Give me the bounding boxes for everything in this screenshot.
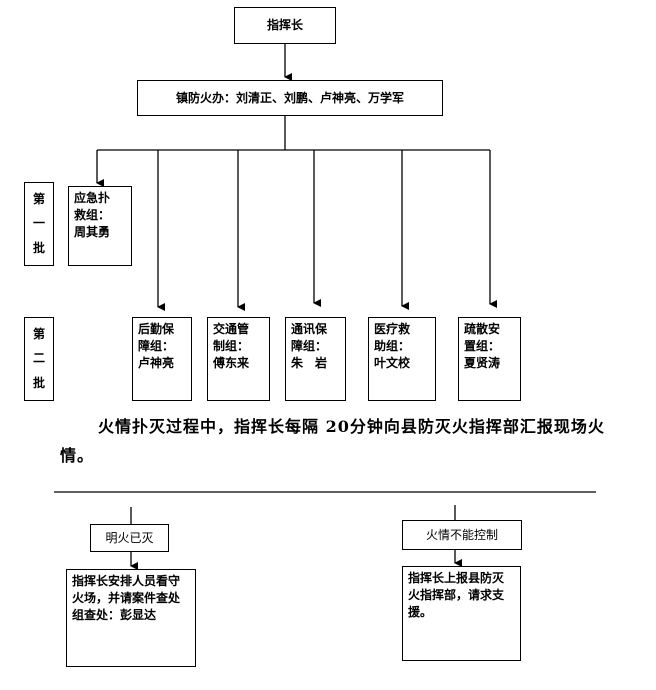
traffic-line: 制组： <box>213 339 250 353</box>
node-medical-aid: 医疗救 助组： 叶文校 <box>368 317 436 401</box>
comms-line: 通讯保 <box>291 322 328 336</box>
medical-line: 叶文校 <box>374 356 411 370</box>
node-commander: 指挥长 <box>234 7 336 44</box>
comms-line: 朱 岩 <box>291 356 328 370</box>
fire-uncontrolled-action-text: 指挥长上报县防灭火指挥部，请求支援。 <box>408 571 505 619</box>
node-evacuation: 疏散安 置组： 夏贤涛 <box>458 317 521 401</box>
evacuation-line: 夏贤涛 <box>464 356 501 370</box>
evacuation-line: 置组： <box>464 339 501 353</box>
traffic-line: 傅东来 <box>213 356 250 370</box>
node-fire-out-action: 指挥长安排人员看守火场，并请案件查处组查处：彭显达 <box>66 569 196 667</box>
batch-2-char: 批 <box>32 376 45 391</box>
batch-1-char: 批 <box>32 241 45 256</box>
node-fire-out: 明火已灭 <box>90 524 169 552</box>
logistics-line: 障组： <box>138 339 175 353</box>
batch-2-char: 第 <box>32 326 45 341</box>
medical-line: 医疗救 <box>374 322 411 336</box>
commander-label: 指挥长 <box>266 18 303 32</box>
batch-2-char: 二 <box>32 351 45 366</box>
emergency-line: 应急扑 <box>74 191 111 205</box>
process-paragraph: 火情扑灭过程中，指挥长每隔 20分钟向县防灭火指挥部汇报现场火情。 <box>60 412 620 470</box>
fire-office-label: 镇防火办：刘清正、刘鹏、卢神亮、万学军 <box>175 90 404 105</box>
batch-2-label: 第 二 批 <box>24 317 54 401</box>
node-emergency-rescue: 应急扑 救组： 周其勇 <box>68 186 132 266</box>
logistics-line: 卢神亮 <box>138 356 175 370</box>
fire-out-action-text: 指挥长安排人员看守火场，并请案件查处组查处：彭显达 <box>72 574 181 622</box>
logistics-line: 后勤保 <box>138 322 175 336</box>
batch-1-char: 一 <box>32 216 45 231</box>
emergency-line: 救组： <box>74 208 111 222</box>
medical-line: 助组： <box>374 339 411 353</box>
evacuation-line: 疏散安 <box>464 322 501 336</box>
node-communications: 通讯保 障组： 朱 岩 <box>285 317 346 401</box>
traffic-line: 交通管 <box>213 322 250 336</box>
process-paragraph-text: 火情扑灭过程中，指挥长每隔 20分钟向县防灭火指挥部汇报现场火情。 <box>60 417 605 465</box>
fire-out-label: 明火已灭 <box>105 530 154 545</box>
batch-1-char: 第 <box>32 191 45 206</box>
node-fire-uncontrolled: 火情不能控制 <box>402 520 522 550</box>
node-fire-office: 镇防火办：刘清正、刘鹏、卢神亮、万学军 <box>137 80 443 116</box>
node-traffic-control: 交通管 制组： 傅东来 <box>207 317 270 401</box>
emergency-line: 周其勇 <box>74 225 111 239</box>
comms-line: 障组： <box>291 339 328 353</box>
fire-uncontrolled-label: 火情不能控制 <box>425 527 498 542</box>
node-logistics: 后勤保 障组： 卢神亮 <box>132 317 192 401</box>
node-fire-uncontrolled-action: 指挥长上报县防灭火指挥部，请求支援。 <box>402 566 521 661</box>
batch-1-label: 第 一 批 <box>24 182 54 266</box>
